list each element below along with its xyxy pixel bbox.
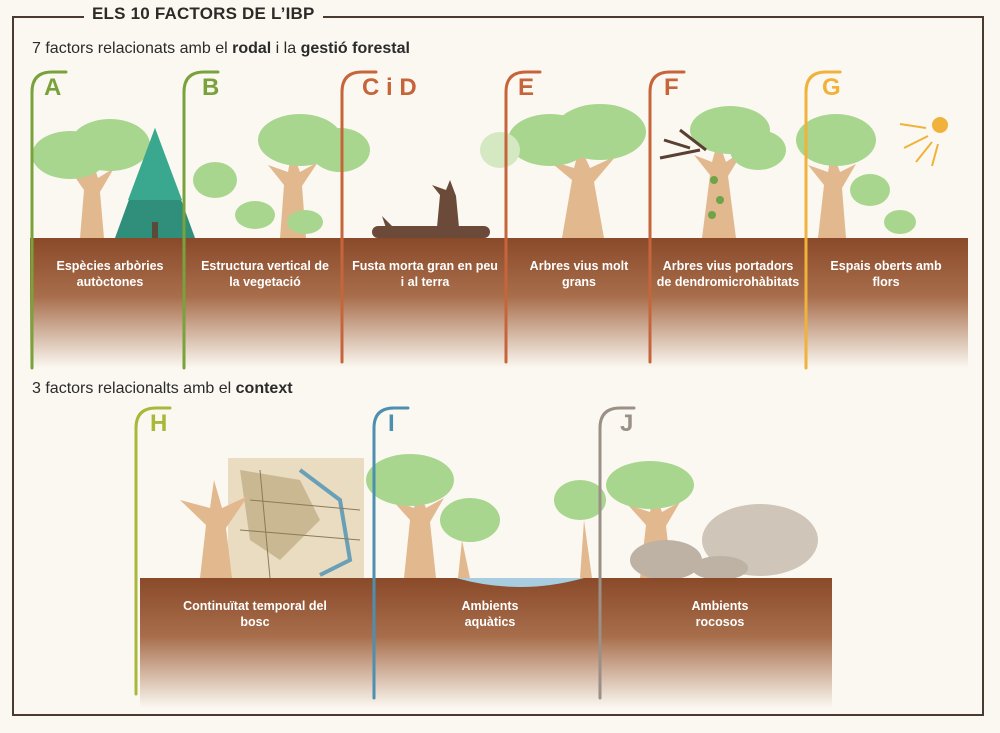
factor-label-e: Arbres vius molt grans [529,259,629,289]
section-title-stand: 7 factors relacionats amb el rodal i la … [32,40,410,58]
factor-label-f: Arbres vius portadors de dendromicrohàbi… [656,259,800,289]
rocks-icon [630,504,818,580]
factor-label-g: Espais oberts amb flors [830,259,942,289]
water-edge [456,578,584,587]
section1-bold-rodal: rodal [232,40,272,57]
trees-aquatic-i [366,454,500,578]
factor-letter-e: E [518,74,535,101]
historic-map-icon [228,458,364,579]
factor-hooks [30,70,842,700]
factor-letter-c-d: C i D [362,74,417,101]
hook-e [504,70,542,364]
hook-b [182,70,220,370]
hook-c-d [340,70,378,364]
hook-j [598,406,636,700]
hook-a [30,70,68,370]
factor-label-b: Estructura vertical de la vegetació [201,259,329,289]
tree-h [180,480,248,578]
section1-prefix: 7 factors relacionats amb el [32,40,233,57]
factor-letter-h: H [150,410,168,437]
top-row-scenery [32,104,948,238]
bottom-row-scenery [180,454,818,587]
diagram-title: ELS 10 FACTORS DE L’IBP [84,4,323,24]
big-tree-e [480,104,646,238]
factor-label-h: Continuïtat temporal del bosc [183,599,327,629]
factor-label-j: Ambients rocosos [691,599,749,629]
section1-mid: i la [271,40,301,57]
diagram-frame [12,16,984,716]
factor-label-i: Ambients aquàtics [461,599,519,629]
tree-broadleaf-a [32,119,150,238]
hook-i [372,406,410,700]
factor-label-c-d: Fusta morta gran en peu i al terra [352,259,498,289]
soil-band-top [30,238,968,368]
soil-band-bottom [140,578,832,708]
factor-letter-b: B [202,74,220,101]
open-space-g [796,114,916,238]
dead-wood-log-icon [372,180,490,238]
section1-bold-gestio: gestió forestal [300,40,410,57]
section2-prefix: 3 factors relacionalts amb el [32,380,236,397]
factor-letter-f: F [664,74,679,101]
factor-letter-j: J [620,410,634,437]
factor-label-a: Espècies arbòries autòctones [56,259,164,289]
section-title-context: 3 factors relacionalts amb el context [32,380,293,398]
sun-icon [899,117,948,167]
tree-vertical-structure-b [193,114,370,238]
factor-letter-g: G [822,74,841,101]
tree-microhabitats-f [659,106,786,238]
factor-letter-i: I [388,410,395,437]
hook-f [648,70,686,364]
hook-g [804,70,842,370]
section2-bold-context: context [235,380,293,397]
conifer-tree-icon [115,128,195,238]
hook-h [134,406,172,696]
factor-letter-a: A [44,74,62,101]
